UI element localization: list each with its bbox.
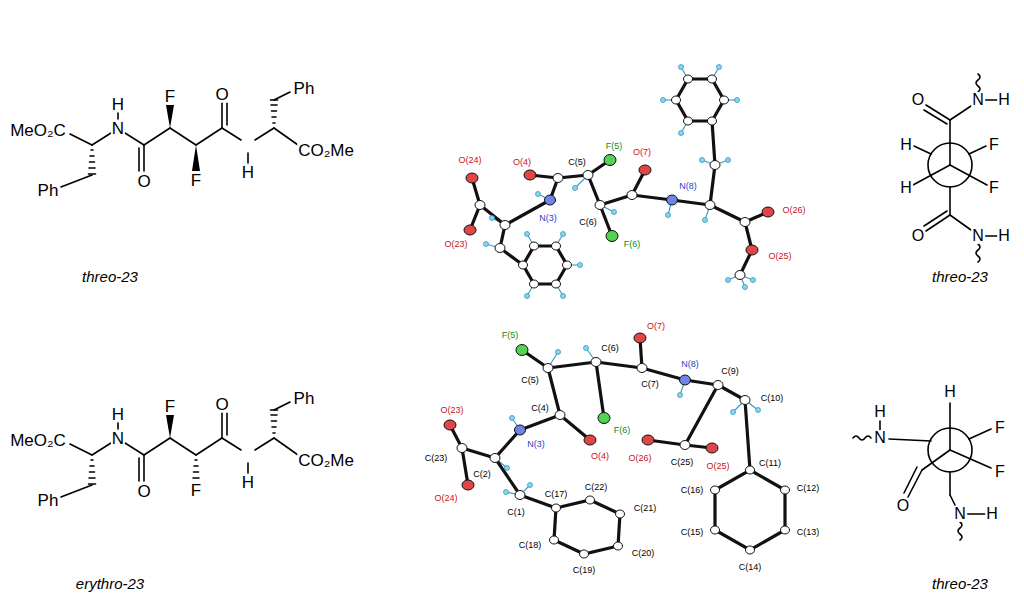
compound-name: threo-23 — [931, 269, 989, 284]
structure-atom-label: O — [136, 483, 151, 500]
ortep-atom-label: O(4) — [512, 158, 532, 167]
newman-atom-label: H — [997, 228, 1011, 244]
structure-atom-label: F — [190, 482, 202, 499]
ortep-atom-label: C(2) — [472, 470, 492, 479]
ortep-atom-label: C(5) — [520, 376, 540, 385]
ortep-atom-label: O(24) — [433, 494, 458, 503]
structure-atom-label: MeO₂C — [9, 122, 67, 139]
ortep-atom-label: C(5) — [567, 158, 587, 167]
ortep-atom-label: O(24) — [457, 156, 482, 165]
compound-name: threo-23 — [931, 575, 989, 590]
structure-atom-label: F — [190, 172, 202, 189]
newman-atom-label: O — [896, 498, 910, 514]
ortep-atom-label: C(7) — [640, 380, 660, 389]
ortep-atom-label: C(18) — [518, 541, 543, 550]
ortep-atom-label: F(6) — [623, 240, 642, 249]
compound-name: threo-23 — [81, 269, 139, 284]
structure-atom-label: MeO₂C — [9, 432, 67, 449]
ortep-atom-label: O(25) — [767, 252, 792, 261]
structure-atom-label: Ph — [37, 182, 60, 199]
ortep-atom-label: O(25) — [705, 462, 730, 471]
newman-atom-label: N — [971, 228, 985, 244]
newman-atom-label: F — [988, 180, 1000, 196]
ortep-atom-label: N(3) — [526, 440, 546, 449]
ortep-atom-label: O(26) — [781, 206, 806, 215]
ortep-atom-label: C(22) — [584, 483, 609, 492]
newman-atom-label: O — [911, 92, 925, 108]
structure-atom-label: CO₂Me — [297, 142, 355, 159]
ortep-atom-label: O(7) — [646, 322, 666, 331]
ortep-atom-label: C(4) — [530, 404, 550, 413]
ortep-atom-label: C(19) — [572, 566, 597, 575]
ortep-atom-label: F(5) — [605, 142, 624, 151]
ortep-atom-label: C(6) — [578, 218, 598, 227]
newman-atom-label: H — [899, 180, 913, 196]
newman-atom-label: H — [873, 404, 887, 420]
ortep-atom-label: O(4) — [590, 452, 610, 461]
structure-atom-label: F — [164, 88, 176, 105]
ortep-atom-label: O(7) — [632, 148, 652, 157]
newman-atom-label: F — [994, 464, 1006, 480]
ortep-atom-label: C(11) — [758, 459, 782, 468]
newman-atom-label: H — [943, 384, 957, 400]
compound-name: erythro-23 — [75, 575, 145, 590]
ortep-atom-label: N(8) — [678, 182, 698, 191]
structure-atom-label: N — [111, 120, 125, 137]
ortep-atom-label: C(16) — [680, 486, 705, 495]
newman-atom-label: N — [971, 92, 985, 108]
ortep-atom-label: C(23) — [424, 454, 449, 463]
ortep-atom-label: C(1) — [506, 508, 526, 517]
structure-atom-label: O — [136, 173, 151, 190]
ortep-atom-label: O(26) — [627, 454, 652, 463]
ortep-atom-label: C(6) — [600, 344, 620, 353]
structure-atom-label: F — [164, 398, 176, 415]
ortep-atom-label: O(23) — [443, 240, 468, 249]
newman-atom-label: F — [994, 420, 1006, 436]
structure-atom-label: Ph — [293, 80, 316, 97]
newman-atom-label: N — [953, 506, 967, 522]
ortep-atom-label: C(9) — [720, 367, 740, 376]
structure-atom-label: H — [241, 474, 255, 491]
newman-atom-label: N — [873, 430, 887, 446]
ortep-atom-label: C(21) — [633, 504, 658, 513]
structure-atom-label: Ph — [293, 390, 316, 407]
structure-atom-label: O — [214, 396, 229, 413]
ortep-atom-label: C(13) — [796, 528, 821, 537]
ortep-atom-label: C(25) — [670, 458, 695, 467]
ortep-atom-label: C(12) — [796, 484, 821, 493]
structure-atom-label: H — [241, 164, 255, 181]
ortep-atom-label: C(15) — [680, 528, 705, 537]
ortep-atom-label: N(3) — [538, 214, 558, 223]
newman-atom-label: F — [988, 137, 1000, 153]
newman-atom-label: H — [997, 92, 1011, 108]
newman-atom-label: H — [985, 506, 999, 522]
ortep-atom-label: F(5) — [501, 331, 520, 340]
newman-atom-label: H — [899, 137, 913, 153]
ortep-atom-label: N(8) — [680, 360, 700, 369]
ortep-atom-label: C(14) — [738, 563, 763, 572]
structure-atom-label: N — [111, 430, 125, 447]
structure-atom-label: CO₂Me — [297, 452, 355, 469]
structure-atom-label: H — [111, 406, 125, 423]
structure-atom-label: O — [214, 86, 229, 103]
newman-atom-label: O — [911, 228, 925, 244]
structure-atom-label: Ph — [37, 492, 60, 509]
ortep-atom-label: C(20) — [631, 549, 656, 558]
ortep-atom-label: O(23) — [439, 406, 464, 415]
ortep-atom-label: F(6) — [613, 426, 632, 435]
structure-atom-label: H — [111, 96, 125, 113]
ortep-atom-label: C(17) — [544, 490, 569, 499]
ortep-atom-label: C(10) — [760, 394, 785, 403]
